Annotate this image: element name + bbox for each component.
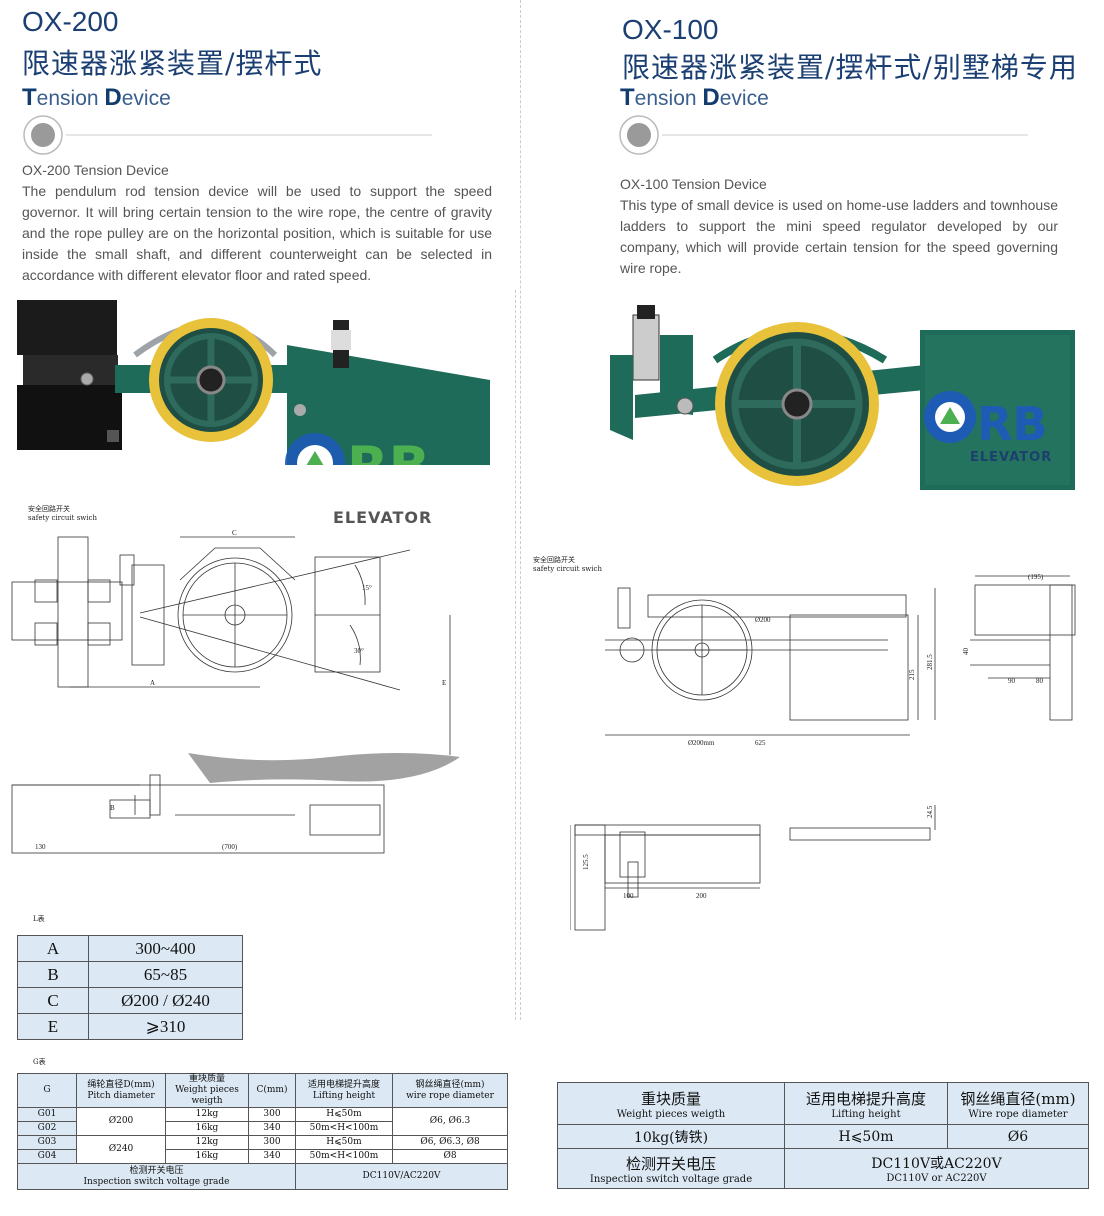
svg-text:Ø200mm: Ø200mm [688,739,715,747]
table-row: G02 16kg 340 50m<H<100m [17,1121,508,1136]
svg-text:130: 130 [35,843,46,851]
svg-text:100: 100 [623,892,634,900]
svg-text:B: B [110,804,115,812]
svg-text:24.5: 24.5 [926,805,934,818]
right-switch-label: 安全回路开关 safety circuit swich [533,556,602,573]
left-model: OX-200 [22,6,119,37]
right-en-title: Tension Device [620,84,769,111]
ox200-technical-drawing: C A E 15° 30° B 130 (700) [11,529,460,854]
table-row: 10kg(铸铁) H⩽50m Ø6 [557,1124,1089,1149]
svg-text:A: A [150,679,155,687]
left-paragraph: The pendulum rod tension device will be … [22,183,492,283]
svg-text:Ø200: Ø200 [755,616,771,624]
svg-text:215: 215 [908,669,916,680]
table-row: E⩾310 [17,1013,243,1040]
svg-text:40: 40 [962,648,970,656]
svg-text:C: C [232,529,237,537]
right-subtitle: OX-100 Tension Device [620,176,767,192]
svg-text:E: E [442,679,446,687]
svg-text:80: 80 [1036,677,1044,685]
logo-text-elevator-right: ELEVATOR [970,450,1053,465]
left-cn-title: 限速器涨紧装置/摆杆式 [22,47,323,80]
left-switch-label: 安全回路开关 safety circuit swich [28,505,97,522]
left-en-title: Tension Device [22,84,171,111]
ox100-technical-drawing: 625 Ø200mm Ø200 215 281.5 (195) 90 80 40… [570,573,1076,931]
g-table-caption: G表 [33,1058,46,1066]
logo-text-elevator-left: ELEVATOR [333,508,433,527]
left-subtitle: OX-200 Tension Device [22,162,169,178]
right-cn-title: 限速器涨紧装置/摆杆式/别墅梯专用 [622,51,1078,84]
left-title-ornament [23,115,432,155]
svg-text:30°: 30° [354,647,364,655]
svg-text:(195): (195) [1028,573,1044,581]
logo-text-rb-right: RB [977,397,1047,451]
column-divider-lower [515,290,516,1020]
logo-text-rb: RB [347,435,430,465]
orb-logo-right: RB [924,391,1047,451]
svg-text:200: 200 [696,892,707,900]
svg-text:90: 90 [1008,677,1016,685]
ox200-product-photo: RB [17,300,490,465]
table-row: G03 Ø240 12kg 300 H⩽50m Ø6, Ø6.3, Ø8 [17,1135,508,1164]
svg-text:281.5: 281.5 [926,654,934,670]
svg-text:(700): (700) [222,843,238,851]
l-table-caption: L表 [33,915,45,923]
svg-text:625: 625 [755,739,766,747]
right-paragraph: This type of small device is used on hom… [620,197,1058,276]
table-row: G01 Ø200 12kg 300 H⩽50m Ø6, Ø6.3 [17,1107,508,1136]
right-model: OX-100 [622,14,719,45]
svg-text:125.5: 125.5 [582,854,590,870]
svg-text:15°: 15° [362,584,372,592]
orb-logo-left: RB [285,433,430,465]
column-divider [520,0,521,1020]
ox100-product-photo: RB [610,305,1075,490]
right-title-ornament [619,115,1028,155]
